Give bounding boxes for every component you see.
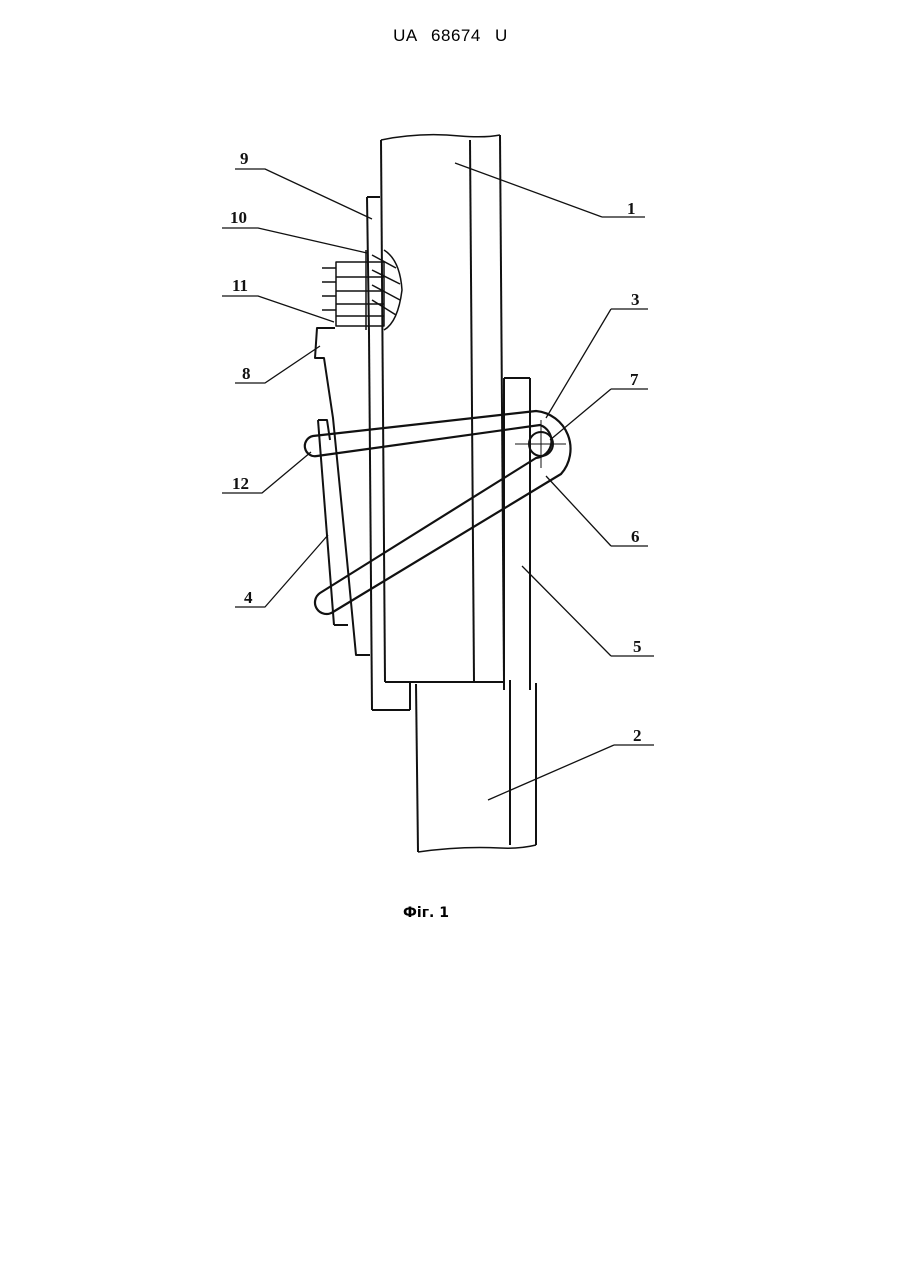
label-4: 4 [244,588,253,607]
label-3: 3 [631,290,640,309]
label-8: 8 [242,364,251,383]
label-6: 6 [631,527,640,546]
lower-rod [416,680,536,852]
label-11: 11 [232,276,248,295]
label-12: 12 [232,474,249,493]
leader-lines [222,163,654,800]
side-strip [504,378,530,690]
upper-rod [381,135,504,682]
plate [367,197,410,710]
figure-caption: Фіг. 1 [0,905,852,921]
label-2: 2 [633,726,642,745]
label-10: 10 [230,208,247,227]
label-9: 9 [240,149,249,168]
fastener-stack [322,250,402,330]
label-1: 1 [627,199,636,218]
label-7: 7 [630,370,639,389]
label-5: 5 [633,637,642,656]
